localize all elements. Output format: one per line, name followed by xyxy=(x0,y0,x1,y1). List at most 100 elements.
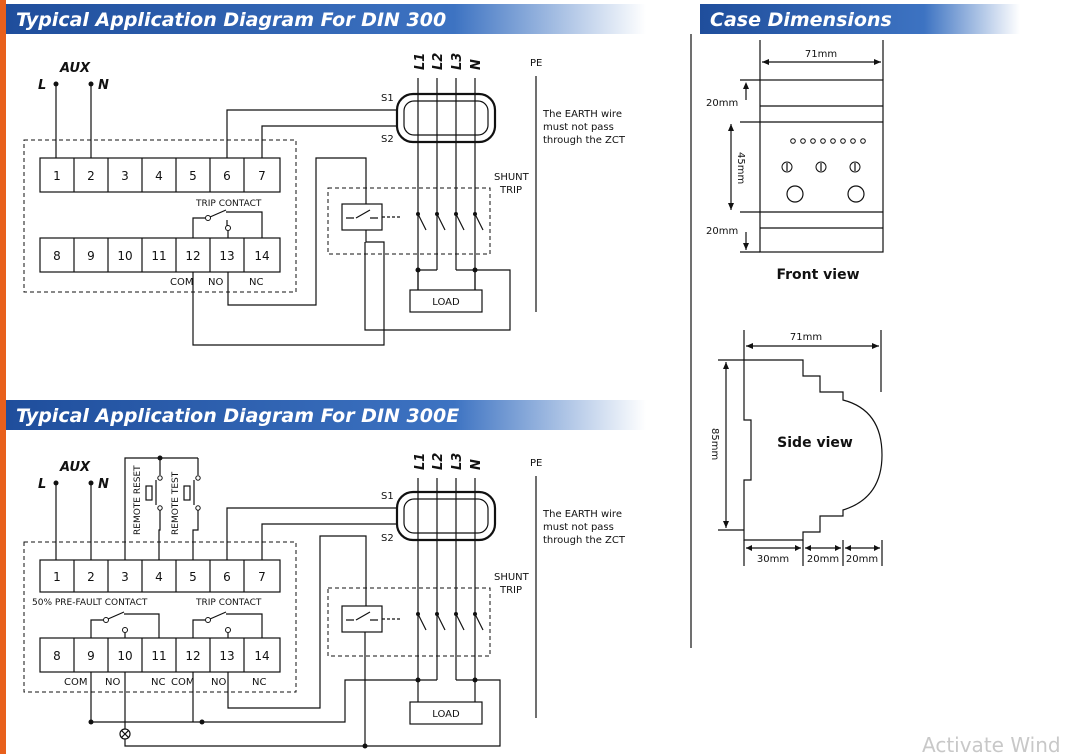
e-terminal-6[interactable]: 6 xyxy=(223,570,231,584)
din300-s1-label: S1 xyxy=(381,93,394,104)
din300-phase-l1: L1 xyxy=(413,53,428,70)
din300e-earth-note-2: must not pass xyxy=(543,522,614,533)
e-terminal-2[interactable]: 2 xyxy=(87,570,95,584)
din300e-phase-n: N xyxy=(469,459,484,470)
case-section: Case Dimensions 71mm xyxy=(690,4,1020,648)
din300-section: Typical Application Diagram For DIN 300 … xyxy=(6,4,646,346)
e-terminal-11[interactable]: 11 xyxy=(151,649,166,663)
din300e-load xyxy=(409,701,483,725)
e-terminal-1[interactable]: 1 xyxy=(53,570,61,584)
din300-nc-label: NC xyxy=(249,277,263,288)
remote-test-label: REMOTE TEST xyxy=(171,471,181,535)
din300e-title: Typical Application Diagram For DIN 300E xyxy=(16,405,459,427)
din300e-shunt-label: SHUNT xyxy=(494,572,530,583)
terminal-1[interactable]: 1 xyxy=(53,169,61,183)
din300-zct xyxy=(395,92,497,144)
din300-trip-contact-label: TRIP CONTACT xyxy=(195,199,262,209)
side-b2-label: 20mm xyxy=(807,554,839,565)
side-b1-label: 30mm xyxy=(757,554,789,565)
din300e-load-label: LOAD xyxy=(432,709,460,720)
terminal-4[interactable]: 4 xyxy=(155,169,163,183)
din300e-terminals-bottom: 8 9 10 11 12 13 14 xyxy=(39,637,281,673)
side-b3-label: 20mm xyxy=(846,554,878,565)
din300-com-label: COM xyxy=(170,277,193,288)
terminal-13[interactable]: 13 xyxy=(219,249,234,263)
case-banner xyxy=(700,4,1020,34)
prefault-contact-label: 50% PRE-FAULT CONTACT xyxy=(32,598,148,608)
front-view-label: Front view xyxy=(776,267,859,283)
front-view: 71mm xyxy=(706,40,884,283)
e-terminal-14[interactable]: 14 xyxy=(254,649,269,663)
watermark-text: Activate Wind xyxy=(922,733,1061,754)
side-profile xyxy=(743,359,883,541)
side-height-label: 85mm xyxy=(709,428,720,460)
accent-bar xyxy=(0,0,6,754)
com1-label: COM xyxy=(64,677,87,688)
case-title: Case Dimensions xyxy=(710,9,892,31)
din300e-earth-note-1: The EARTH wire xyxy=(542,509,622,520)
din300e-pe-label: PE xyxy=(530,458,542,469)
din300e-n-label: N xyxy=(98,477,109,492)
e-terminal-12[interactable]: 12 xyxy=(185,649,200,663)
din300-earth-note-3: through the ZCT xyxy=(543,135,626,146)
din300e-aux-label: AUX xyxy=(59,460,91,475)
din300-no-label: NO xyxy=(208,277,223,288)
din300e-shunt-coil xyxy=(341,605,383,633)
front-width-label: 71mm xyxy=(805,49,837,60)
din300-shunt-label: SHUNT xyxy=(494,172,530,183)
din300e-section: Typical Application Diagram For DIN 300E… xyxy=(6,400,646,749)
terminal-12[interactable]: 12 xyxy=(185,249,200,263)
din300-terminals-top: 1 2 3 4 5 6 7 xyxy=(39,157,281,193)
din300e-banner xyxy=(6,400,646,430)
test-button-icon xyxy=(786,185,804,203)
e-terminal-10[interactable]: 10 xyxy=(117,649,132,663)
din300e-terminals-top: 1 2 3 4 5 6 7 xyxy=(39,559,281,593)
front-mid-label: 45mm xyxy=(735,152,746,184)
dial-icon xyxy=(781,161,861,173)
din300-shunt-coil xyxy=(341,203,383,231)
din300e-phase-l1: L1 xyxy=(413,453,428,470)
remote-reset-label: REMOTE RESET xyxy=(133,465,143,535)
e-terminal-8[interactable]: 8 xyxy=(53,649,61,663)
din300e-trip-contact-label: TRIP CONTACT xyxy=(195,598,262,608)
terminal-2[interactable]: 2 xyxy=(87,169,95,183)
din300e-earth-note-3: through the ZCT xyxy=(543,535,626,546)
terminal-6[interactable]: 6 xyxy=(223,169,231,183)
e-terminal-13[interactable]: 13 xyxy=(219,649,234,663)
din300-load xyxy=(409,289,483,313)
din300-phase-l3: L3 xyxy=(450,53,465,70)
terminal-14[interactable]: 14 xyxy=(254,249,269,263)
led-row xyxy=(790,138,866,144)
front-bot-label: 20mm xyxy=(706,226,738,237)
e-terminal-5[interactable]: 5 xyxy=(189,570,197,584)
side-view: 71mm Side view 85mm 30mm 20mm 20mm xyxy=(709,330,883,566)
terminal-11[interactable]: 11 xyxy=(151,249,166,263)
e-terminal-4[interactable]: 4 xyxy=(155,570,163,584)
din300-title: Typical Application Diagram For DIN 300 xyxy=(16,9,446,31)
reset-button-icon xyxy=(847,185,865,203)
terminal-10[interactable]: 10 xyxy=(117,249,132,263)
terminal-5[interactable]: 5 xyxy=(189,169,197,183)
din300-banner xyxy=(6,4,646,34)
e-terminal-7[interactable]: 7 xyxy=(258,570,266,584)
din300-s2-label: S2 xyxy=(381,134,394,145)
side-view-label: Side view xyxy=(777,435,853,451)
no2-label: NO xyxy=(211,677,226,688)
din300-pe-label: PE xyxy=(530,58,542,69)
com2-label: COM xyxy=(171,677,194,688)
terminal-3[interactable]: 3 xyxy=(121,169,129,183)
din300-phase-n: N xyxy=(469,59,484,70)
din300-trip-label: TRIP xyxy=(499,185,522,196)
din300e-s2-label: S2 xyxy=(381,533,394,544)
e-terminal-3[interactable]: 3 xyxy=(121,570,129,584)
din300-earth-note-2: must not pass xyxy=(543,122,614,133)
din300-terminals-bottom: 8 9 10 11 12 13 14 xyxy=(39,237,281,273)
terminal-9[interactable]: 9 xyxy=(87,249,95,263)
e-terminal-9[interactable]: 9 xyxy=(87,649,95,663)
din300-n-label: N xyxy=(98,78,109,93)
terminal-7[interactable]: 7 xyxy=(258,169,266,183)
din300e-l-label: L xyxy=(38,477,46,492)
din300-aux-label: AUX xyxy=(59,61,91,76)
terminal-8[interactable]: 8 xyxy=(53,249,61,263)
